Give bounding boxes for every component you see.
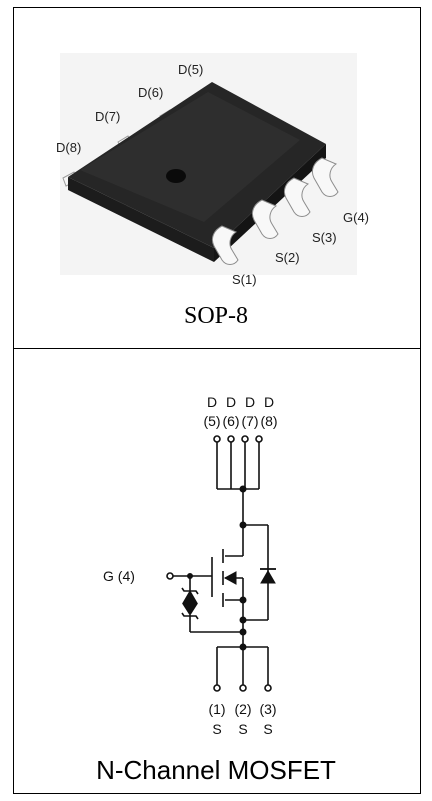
source-letter-2: S — [238, 721, 247, 737]
source-pin-3: (3) — [259, 701, 276, 717]
pin-label-g4: G(4) — [343, 210, 369, 225]
package-name: SOP-8 — [183, 303, 249, 329]
zener-upper — [182, 590, 198, 604]
drain-terminal-7 — [241, 435, 249, 443]
drain-terminal-5 — [213, 435, 221, 443]
pin-label-s3: S(3) — [312, 230, 337, 245]
junction-dot — [239, 521, 247, 529]
schematic-panel — [13, 348, 421, 794]
gate-label: G (4) — [103, 568, 135, 584]
pin-label-d5: D(5) — [178, 62, 203, 77]
drain-terminal-8 — [255, 435, 263, 443]
source-letter-3: S — [263, 721, 272, 737]
junction-dot — [239, 643, 247, 651]
source-terminal-1 — [213, 684, 221, 692]
drain-letter-1: D — [207, 394, 217, 410]
pin-label-d6: D(6) — [138, 85, 163, 100]
drain-pin-6: (6) — [222, 413, 239, 429]
drain-pin-7: (7) — [241, 413, 258, 429]
drain-pin-5: (5) — [203, 413, 220, 429]
drain-terminal-6 — [227, 435, 235, 443]
junction-dot — [239, 628, 247, 636]
drain-pin-8: (8) — [260, 413, 277, 429]
junction-dot — [187, 573, 193, 579]
schematic-symbols — [181, 485, 276, 651]
pin-label-s2: S(2) — [275, 250, 300, 265]
junction-dot — [239, 596, 247, 604]
junction-dot — [239, 485, 247, 493]
pin-label-s1: S(1) — [232, 272, 257, 287]
source-pin-1: (1) — [208, 701, 225, 717]
schematic-title: N-Channel MOSFET — [96, 755, 336, 785]
pin1-dot — [166, 169, 186, 183]
drain-letter-3: D — [245, 394, 255, 410]
zener-lower — [182, 603, 198, 616]
drain-letter-2: D — [226, 394, 236, 410]
front-pins — [211, 157, 339, 265]
schematic-wires — [166, 435, 272, 692]
source-letter-1: S — [212, 721, 221, 737]
source-terminal-3 — [264, 684, 272, 692]
gate-terminal — [166, 572, 174, 580]
source-terminal-2 — [239, 684, 247, 692]
junction-dot — [239, 616, 247, 624]
nmos-arrow — [223, 571, 237, 585]
pin-label-d8: D(8) — [56, 140, 81, 155]
drain-letter-4: D — [264, 394, 274, 410]
pin-label-d7: D(7) — [95, 109, 120, 124]
body-diode — [260, 570, 276, 584]
source-pin-2: (2) — [234, 701, 251, 717]
